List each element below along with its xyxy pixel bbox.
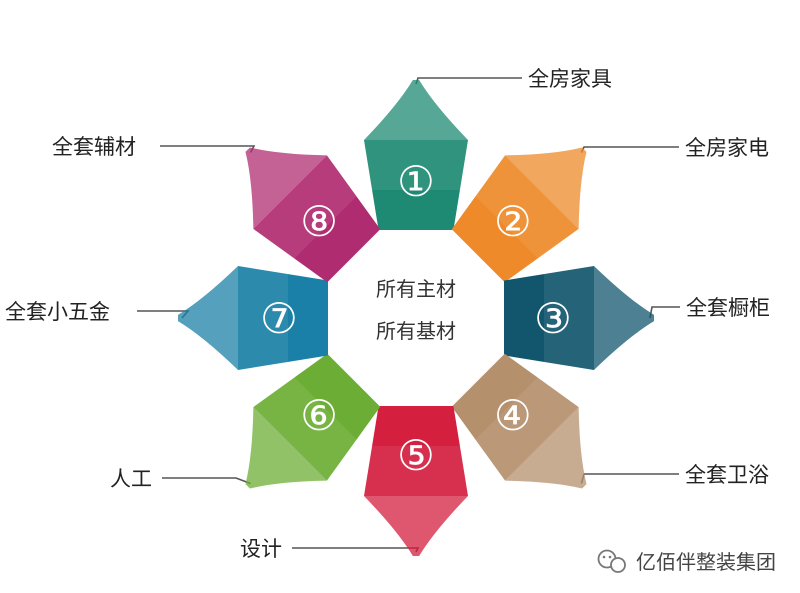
segment-label: 全套卫浴	[685, 463, 769, 487]
segment-8: ⑧	[245, 147, 381, 283]
segment-label: 全套辅材	[52, 135, 136, 159]
segment-5: ⑤	[364, 406, 468, 556]
center-line-2: 所有基材	[376, 319, 456, 343]
center-line-1: 所有主材	[376, 277, 456, 301]
segment-body	[253, 353, 381, 481]
segment-number: ①	[397, 157, 435, 206]
segment-7: ⑦	[178, 266, 328, 370]
segment-shade	[475, 377, 579, 481]
segment-number: ②	[494, 197, 532, 246]
connector-line	[160, 145, 256, 153]
segment-number: ⑦	[260, 294, 298, 343]
segment-label: 全套小五金	[5, 300, 110, 324]
segment-number: ⑤	[397, 431, 435, 480]
segment-tip	[364, 80, 468, 140]
segment-1: ①	[364, 80, 468, 230]
segment-shade	[238, 266, 288, 370]
segment-tip	[505, 147, 587, 229]
segment-body	[364, 406, 468, 496]
segment-body	[238, 266, 328, 370]
segment-tip	[594, 266, 654, 370]
segment-number: ⑥	[300, 391, 338, 440]
connector-line	[415, 77, 522, 85]
segment-label: 全房家电	[685, 136, 769, 160]
segment-body	[364, 140, 468, 230]
segment-label: 设计	[240, 537, 282, 561]
segment-body	[504, 266, 594, 370]
segment-tip	[178, 266, 238, 370]
segment-shade	[475, 155, 579, 259]
segment-label: 全房家具	[528, 67, 612, 91]
segment-body	[451, 155, 579, 283]
segment-label: 全套橱柜	[686, 296, 770, 320]
segment-number: ④	[494, 391, 532, 440]
connector-line	[292, 547, 420, 553]
segment-shade	[544, 266, 594, 370]
segments-ring: ① ②③④ ⑤ ⑥⑦⑧	[178, 80, 654, 556]
segment-shade	[364, 140, 468, 190]
segment-3: ③	[504, 266, 654, 370]
segment-shade	[253, 377, 357, 481]
segment-number: ③	[534, 294, 572, 343]
segment-body	[451, 353, 579, 481]
center-text: 所有主材 所有基材	[376, 277, 456, 343]
segment-shade	[364, 446, 468, 496]
segment-6: ⑥	[245, 353, 381, 489]
connector-line	[649, 306, 680, 319]
segment-4: ④	[451, 353, 587, 489]
connector-line	[580, 473, 679, 484]
segment-label: 人工	[110, 467, 152, 491]
segment-tip	[364, 496, 468, 556]
segment-tip	[245, 407, 327, 489]
wechat-icon	[597, 549, 626, 573]
connector-line	[162, 477, 251, 485]
segment-2: ②	[451, 147, 587, 283]
segment-shade	[253, 155, 357, 259]
segment-tip	[245, 147, 327, 229]
watermark-text: 亿佰伴整装集团	[636, 550, 776, 574]
segment-body	[253, 155, 381, 283]
segment-number: ⑧	[300, 197, 338, 246]
watermark: 亿佰伴整装集团	[597, 549, 776, 574]
segment-tip	[505, 407, 587, 489]
connector-line	[580, 146, 679, 153]
